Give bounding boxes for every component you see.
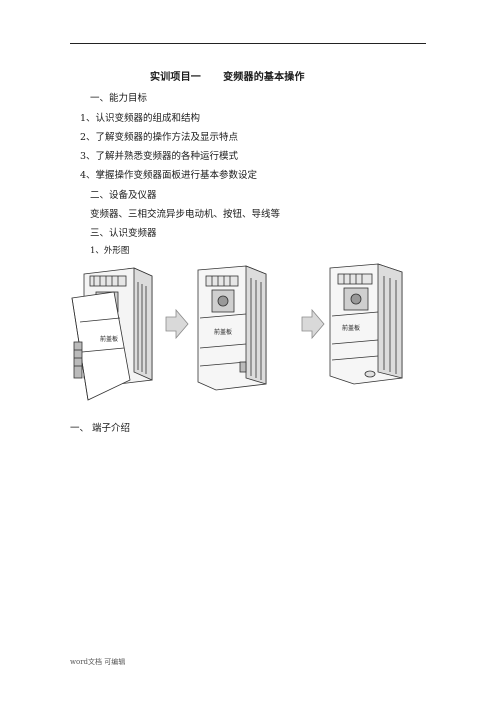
header-rule bbox=[70, 43, 426, 44]
section-heading-terminals: 一、 端子介绍 bbox=[70, 423, 131, 434]
goal-item-3: 3、了解并熟悉变频器的各种运行模式 bbox=[80, 151, 239, 162]
page-footer: word文档 可编辑 bbox=[70, 658, 126, 666]
goal-item-4: 4、掌握操作变频器面板进行基本参数设定 bbox=[80, 170, 258, 181]
inverter-closed-cover-drawing bbox=[197, 265, 267, 391]
section-heading-equipment: 二、设备及仪器 bbox=[90, 190, 157, 201]
arrow-right-icon bbox=[165, 308, 189, 340]
goal-item-1: 1、认识变频器的组成和结构 bbox=[80, 113, 201, 124]
figure-label-cover-1: 前盖板 bbox=[100, 335, 118, 343]
section-heading-ability-goals: 一、能力目标 bbox=[90, 93, 148, 104]
document-title: 实训项目一 变频器的基本操作 bbox=[150, 72, 305, 83]
inverter-front-view-drawing bbox=[329, 263, 403, 385]
section-heading-know-inverter: 三、认识变频器 bbox=[90, 228, 157, 239]
inverter-open-cover-drawing bbox=[71, 267, 153, 401]
figure-label-cover-2: 前盖板 bbox=[214, 328, 232, 336]
subsection-appearance: 1、外形图 bbox=[90, 246, 130, 256]
goal-item-2: 2、了解变频器的操作方法及显示特点 bbox=[80, 132, 239, 143]
figure-label-cover-3: 前盖板 bbox=[342, 324, 360, 332]
inverter-appearance-figure: 前盖板 前盖板 bbox=[66, 262, 426, 412]
arrow-right-icon bbox=[301, 308, 325, 340]
equipment-list: 变频器、三相交流异步电动机、按钮、导线等 bbox=[90, 209, 281, 220]
